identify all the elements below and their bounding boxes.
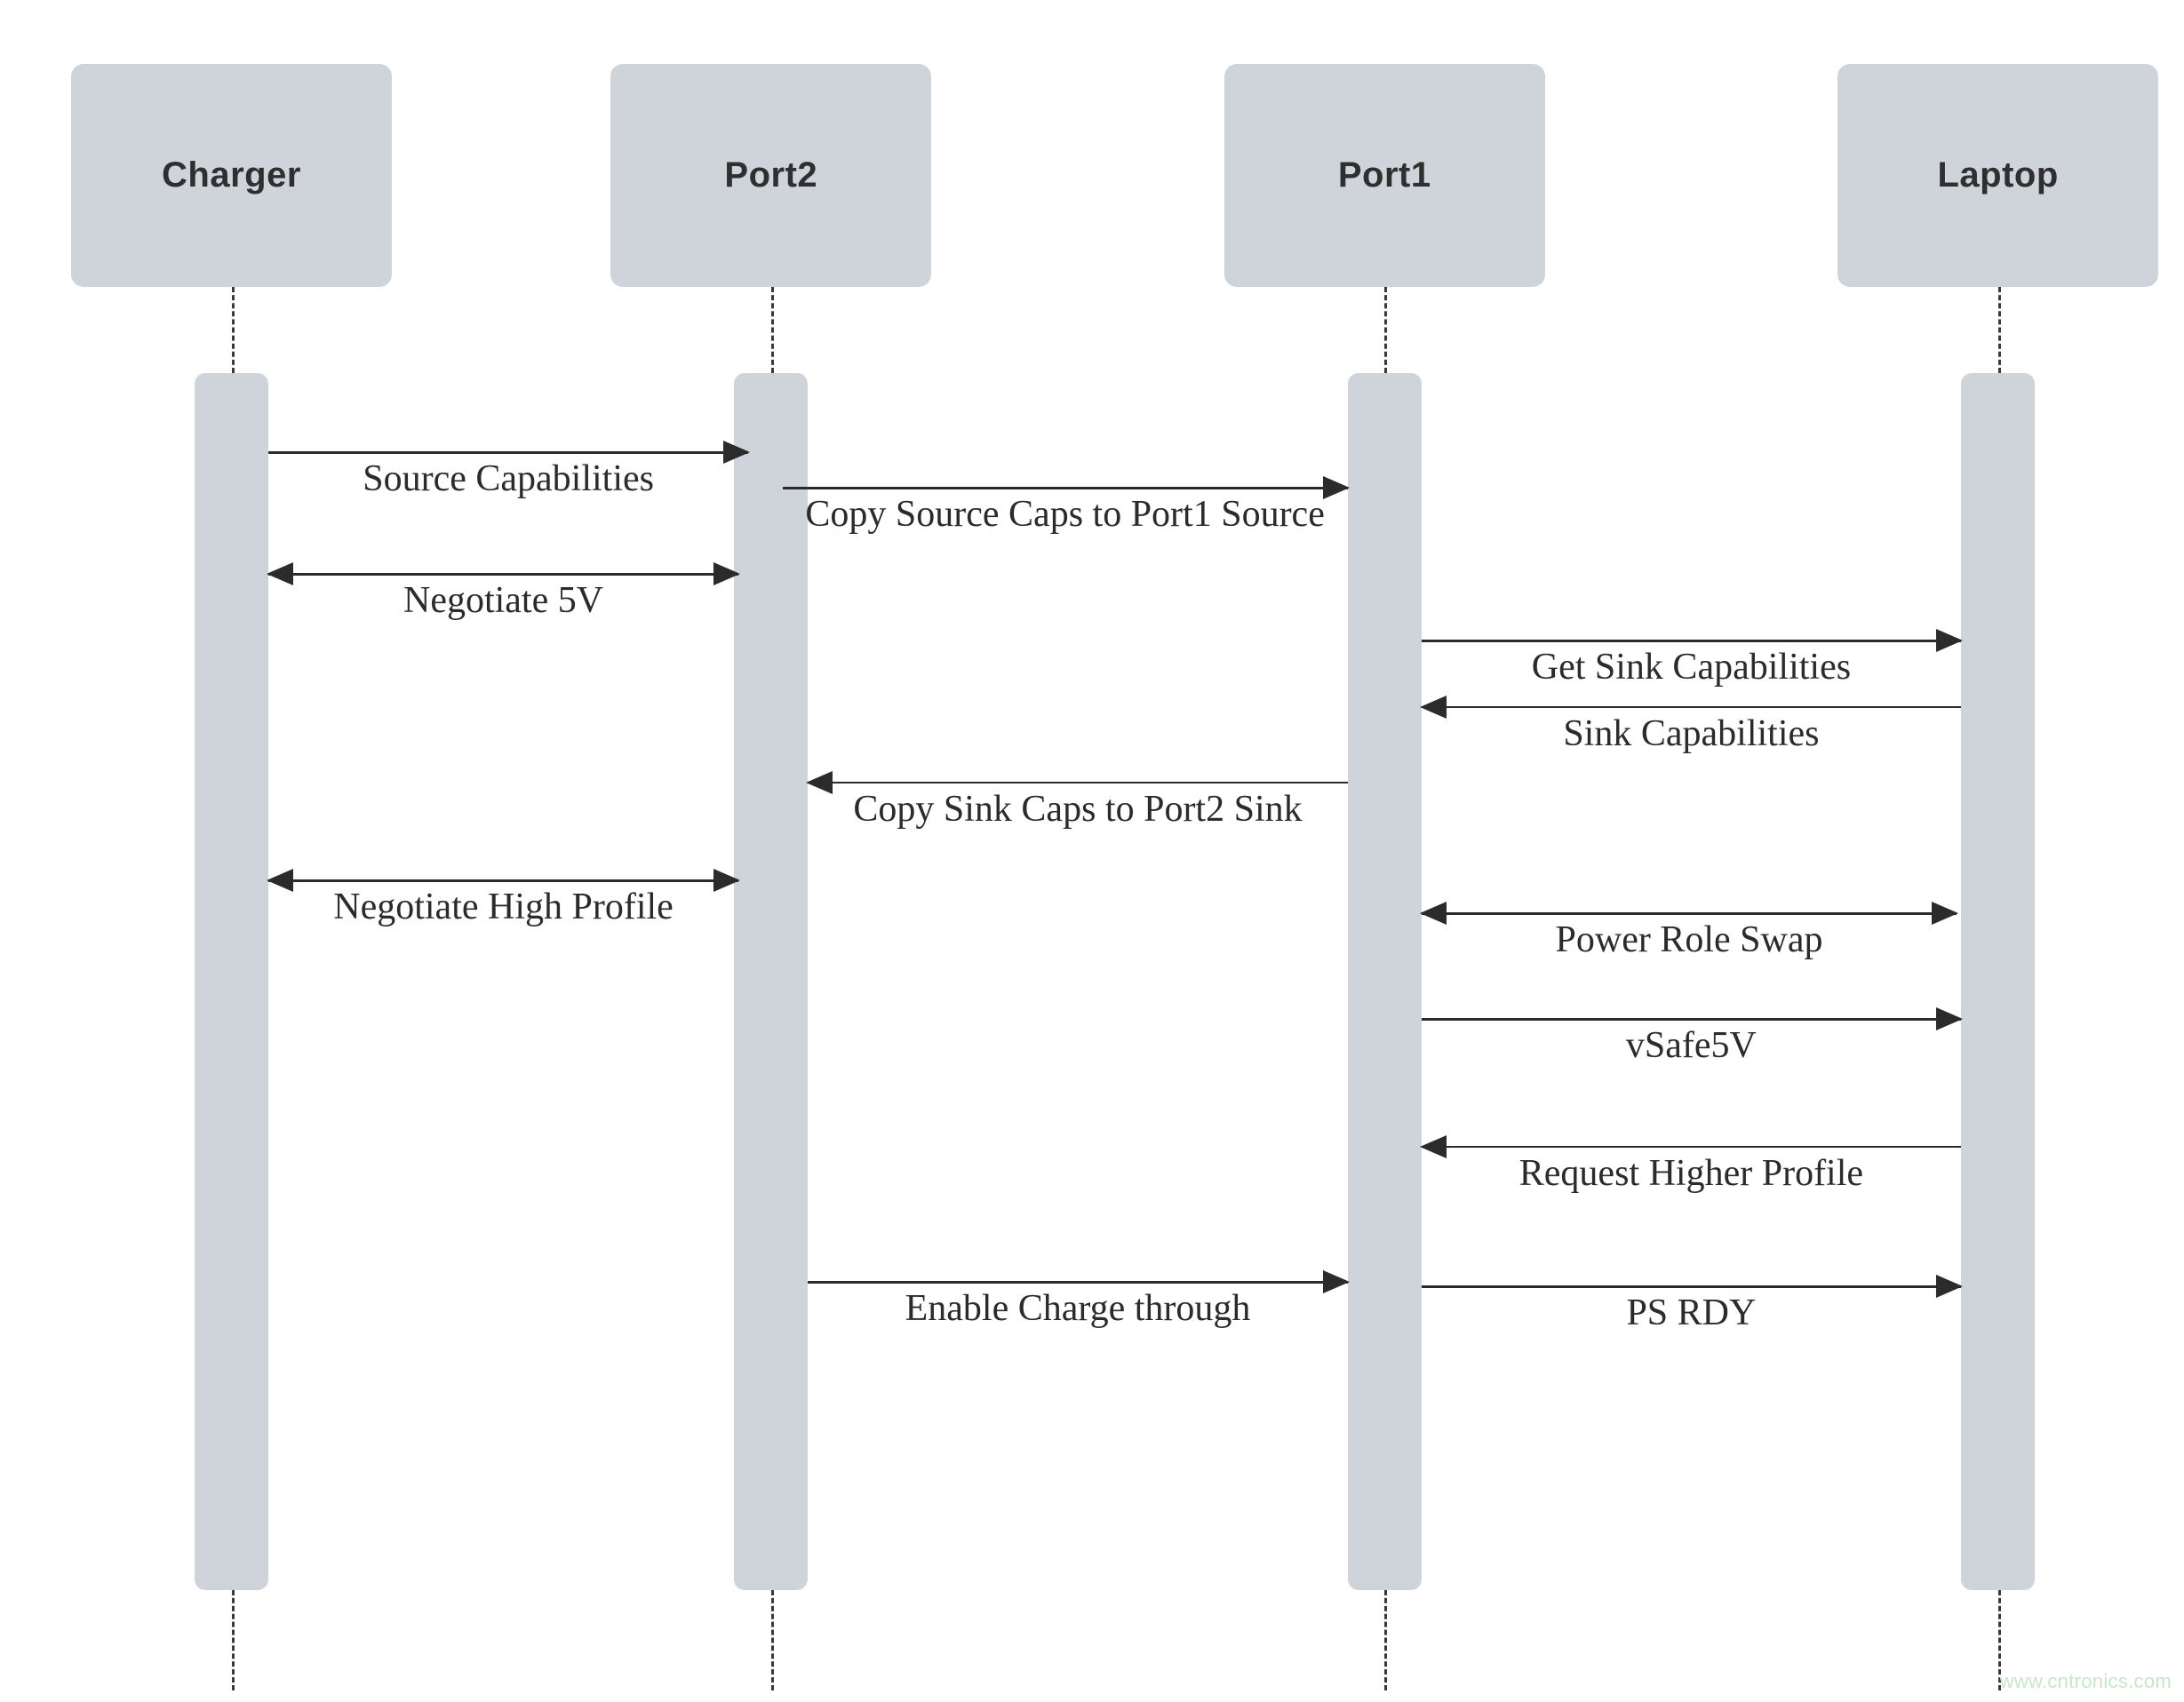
arrowhead-right-icon (713, 868, 741, 892)
participant-label-laptop: Laptop (1937, 155, 2059, 195)
arrowhead-left-icon (806, 770, 833, 794)
arrowhead-right-icon (1936, 629, 1964, 653)
message-label-m4: Get Sink Capabilities (1531, 647, 1852, 688)
message-label-m2: Copy Source Caps to Port1 Source (805, 493, 1325, 535)
arrowhead-right-icon (1932, 901, 1959, 925)
message-label-m11: Enable Charge through (905, 1287, 1251, 1329)
participant-label-charger: Charger (162, 155, 301, 195)
participant-box-port2[interactable]: Port2 (610, 63, 932, 287)
message-label-m5: Sink Capabilities (1563, 713, 1820, 755)
participant-box-laptop[interactable]: Laptop (1837, 63, 2159, 287)
message-line-m1 (268, 450, 749, 454)
message-line-m2 (782, 486, 1348, 489)
message-line-m7 (268, 879, 739, 882)
message-label-m7: Negotiate High Profile (333, 886, 674, 927)
activation-bar-charger (194, 372, 269, 1590)
message-label-m3: Negotiate 5V (403, 580, 604, 622)
arrowhead-right-icon (1936, 1007, 1964, 1031)
lifeline-port2-top (770, 286, 774, 373)
message-label-m8: Power Role Swap (1555, 919, 1823, 960)
lifeline-charger-bottom (231, 1589, 235, 1691)
activation-bar-port1 (1347, 372, 1422, 1590)
message-line-m9 (1421, 1018, 1962, 1022)
activation-bar-port2 (734, 372, 809, 1590)
arrowhead-left-icon (1419, 1135, 1447, 1159)
message-label-m12: PS RDY (1626, 1292, 1757, 1333)
arrowhead-left-icon (1419, 901, 1447, 925)
activation-bar-laptop (1961, 372, 2036, 1590)
lifeline-port2-bottom (770, 1589, 774, 1691)
lifeline-port1-bottom (1384, 1589, 1388, 1691)
participant-label-port1: Port1 (1337, 155, 1431, 195)
lifeline-laptop-bottom (1997, 1589, 2001, 1691)
message-label-m1: Source Capabilities (363, 457, 655, 499)
participant-box-charger[interactable]: Charger (70, 63, 393, 287)
arrowhead-right-icon (713, 562, 741, 586)
message-line-m10 (1421, 1146, 1962, 1149)
arrowhead-right-icon (1322, 1269, 1350, 1293)
arrowhead-left-icon (267, 562, 294, 586)
message-line-m4 (1421, 640, 1962, 643)
arrowhead-left-icon (267, 868, 294, 892)
lifeline-laptop-top (1997, 286, 2001, 373)
message-label-m9: vSafe5V (1625, 1025, 1757, 1067)
message-label-m10: Request Higher Profile (1518, 1153, 1864, 1195)
message-line-m5 (1421, 706, 1962, 709)
arrowhead-right-icon (1322, 475, 1350, 499)
arrowhead-right-icon (723, 440, 751, 464)
message-line-m6 (808, 781, 1348, 783)
message-line-m12 (1421, 1284, 1962, 1288)
message-line-m8 (1421, 911, 1957, 915)
participant-label-port2: Port2 (724, 155, 818, 195)
lifeline-port1-top (1384, 286, 1388, 373)
arrowhead-left-icon (1419, 696, 1447, 720)
arrowhead-right-icon (1936, 1274, 1964, 1298)
message-line-m3 (268, 573, 739, 577)
participant-box-port1[interactable]: Port1 (1224, 63, 1545, 287)
message-line-m11 (808, 1280, 1348, 1284)
lifeline-charger-top (231, 286, 235, 373)
message-label-m6: Copy Sink Caps to Port2 Sink (853, 788, 1303, 830)
watermark: www.cntronics.com (1999, 1670, 2172, 1692)
